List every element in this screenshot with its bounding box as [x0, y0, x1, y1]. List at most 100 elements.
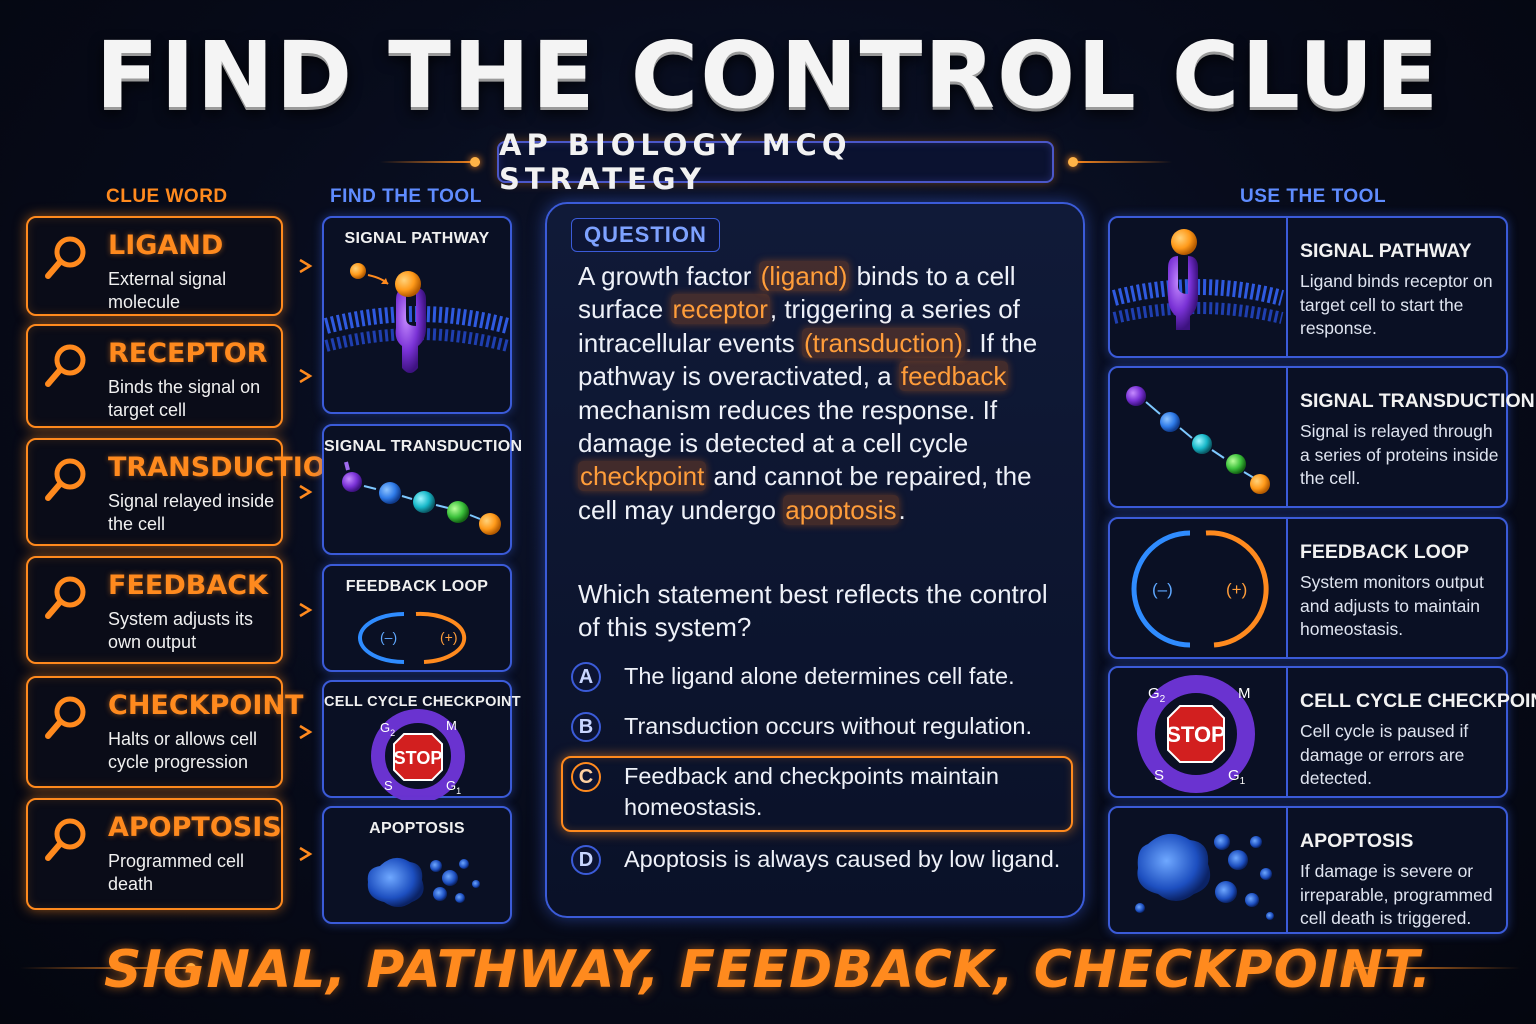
receptor-membrane-icon: [324, 263, 510, 373]
svg-text:S: S: [1154, 767, 1164, 784]
use-description: Signal is relayed through a series of pr…: [1300, 421, 1499, 488]
svg-text:(–): (–): [1152, 580, 1173, 599]
question-tag: QUESTION: [571, 218, 720, 252]
tool-label: SIGNAL TRANSDUCTION: [324, 438, 523, 455]
tool-label: SIGNAL PATHWAY: [344, 230, 490, 247]
question-prompt: Which statement best reflects the contro…: [578, 579, 1048, 642]
slogan-left-line: [20, 967, 190, 969]
column-heading-use: USE THE TOOL: [1240, 186, 1387, 207]
protein-chain-icon: [1126, 386, 1270, 494]
clue-word: APOPTOSIS: [108, 812, 282, 843]
feedback-loop-icon: (–) (+): [1131, 530, 1269, 648]
subtitle-left-dot: [470, 157, 480, 167]
question-text-segment: .: [898, 494, 906, 525]
question-text: A growth factor (ligand) binds to a cell…: [578, 260, 1058, 527]
use-card-feedback-loop[interactable]: (–) (+) FEEDBACK LOOP System monitors outpu…: [1108, 517, 1508, 659]
use-description: Ligand binds receptor on target cell to …: [1300, 271, 1493, 338]
tool-label: CELL CYCLE CHECKPOINT: [324, 694, 521, 710]
clue-description: External signal molecule: [108, 269, 227, 312]
highlighted-keyword: apoptosis: [783, 494, 899, 525]
option-letter: A: [571, 662, 601, 692]
card-divider: [1286, 218, 1288, 356]
card-divider: [1286, 668, 1288, 796]
arrow-right-icon: [244, 724, 313, 740]
subtitle-right-line: [1072, 161, 1172, 163]
magnifier-icon: [45, 236, 86, 279]
question-text-segment: A growth factor: [578, 261, 759, 291]
use-description: If damage is severe or irreparable, prog…: [1300, 861, 1493, 928]
question-text-segment: , triggering a series of intracellular e…: [578, 294, 1020, 358]
use-description: System monitors output and adjusts to ma…: [1300, 572, 1484, 639]
subtitle-left-line: [380, 161, 480, 163]
magnifier-icon: [45, 576, 86, 619]
use-title: FEEDBACK LOOP: [1300, 541, 1470, 563]
page-title: FIND THE CONTROL CLUE: [95, 22, 1441, 129]
protein-chain-icon: [342, 461, 501, 535]
svg-text:G2: G2: [1148, 685, 1166, 705]
option-letter: D: [571, 845, 601, 875]
svg-text:G1: G1: [1228, 767, 1246, 787]
subtitle-banner: AP BIOLOGY MCQ STRATEGY: [497, 128, 1054, 196]
option-text: Transduction occurs without regulation.: [624, 713, 1032, 739]
clue-word: TRANSDUCTION: [108, 452, 349, 483]
highlighted-keyword: checkpoint: [578, 461, 707, 492]
option-text: Feedback and checkpoints maintain homeos…: [624, 763, 999, 820]
slogan-right-dot: [1344, 963, 1354, 973]
use-title: APOPTOSIS: [1300, 830, 1414, 852]
arrow-right-icon: [244, 258, 313, 274]
tool-card-apoptosis[interactable]: APOPTOSIS: [322, 806, 512, 924]
use-title: SIGNAL PATHWAY: [1300, 240, 1472, 262]
magnifier-icon: [45, 818, 86, 861]
option-letter: B: [571, 712, 601, 742]
slogan-left-dot: [186, 963, 196, 973]
card-divider: [1286, 368, 1288, 506]
clue-description: Halts or allows cell cycle progression: [108, 729, 258, 772]
clue-word: FEEDBACK: [108, 570, 268, 601]
tool-card-signal-transduction[interactable]: SIGNAL TRANSDUCTION: [322, 424, 523, 555]
svg-text:G1: G1: [446, 778, 461, 796]
use-card-apoptosis[interactable]: APOPTOSIS If damage is severe or irrepara…: [1108, 806, 1508, 934]
card-divider: [1286, 808, 1288, 932]
arrow-right-icon: [244, 368, 313, 384]
question-text-segment: . If the pathway is overactivated, a: [578, 327, 1038, 392]
use-title: CELL CYCLE CHECKPOINT: [1300, 690, 1536, 712]
magnifier-icon: [45, 458, 86, 501]
question-panel: QUESTION A growth factor (ligand) binds …: [545, 202, 1085, 918]
clue-description: Binds the signal on target cell: [108, 377, 261, 420]
subtitle-right-dot: [1068, 157, 1078, 167]
option-text: Apoptosis is always caused by low ligand…: [624, 846, 1061, 872]
clue-word: LIGAND: [108, 230, 224, 261]
receptor-membrane-icon: [1111, 229, 1285, 330]
tool-card-feedback-loop[interactable]: FEEDBACK LOOP (–) (+): [322, 564, 512, 672]
column-heading-find: FIND THE TOOL: [330, 186, 482, 207]
tool-label: FEEDBACK LOOP: [345, 578, 489, 595]
arrow-right-icon: [244, 484, 313, 500]
apoptotic-cell-icon: [367, 857, 480, 907]
question-text-segment: binds to a cell surface: [578, 261, 1016, 325]
svg-text:M: M: [1238, 685, 1251, 702]
svg-text:M: M: [446, 718, 457, 733]
plus-sign: (+): [440, 629, 458, 645]
column-heading-clue: CLUE WORD: [106, 186, 228, 207]
subtitle-text: AP BIOLOGY MCQ STRATEGY: [499, 128, 852, 196]
magnifier-icon: [45, 344, 86, 387]
highlighted-keyword: (transduction): [802, 327, 965, 358]
highlighted-keyword: feedback: [898, 361, 1009, 392]
clue-card-ligand[interactable]: LIGAND External signal molecule: [26, 216, 283, 316]
tool-card-signal-pathway[interactable]: SIGNAL PATHWAY: [322, 216, 512, 414]
use-card-signal-pathway[interactable]: SIGNAL PATHWAY Ligand binds receptor on t…: [1108, 216, 1508, 358]
tool-card-checkpoint[interactable]: CELL CYCLE CHECKPOINT STOP G2 M S G1: [322, 680, 521, 800]
apoptotic-cell-icon: [1135, 833, 1274, 920]
option-text: The ligand alone determines cell fate.: [624, 663, 1015, 689]
svg-text:(+): (+): [1226, 580, 1247, 599]
bottom-slogan: SIGNAL, PATHWAY, FEEDBACK, CHECKPOINT.: [103, 940, 1433, 1000]
svg-text:S: S: [384, 778, 393, 793]
